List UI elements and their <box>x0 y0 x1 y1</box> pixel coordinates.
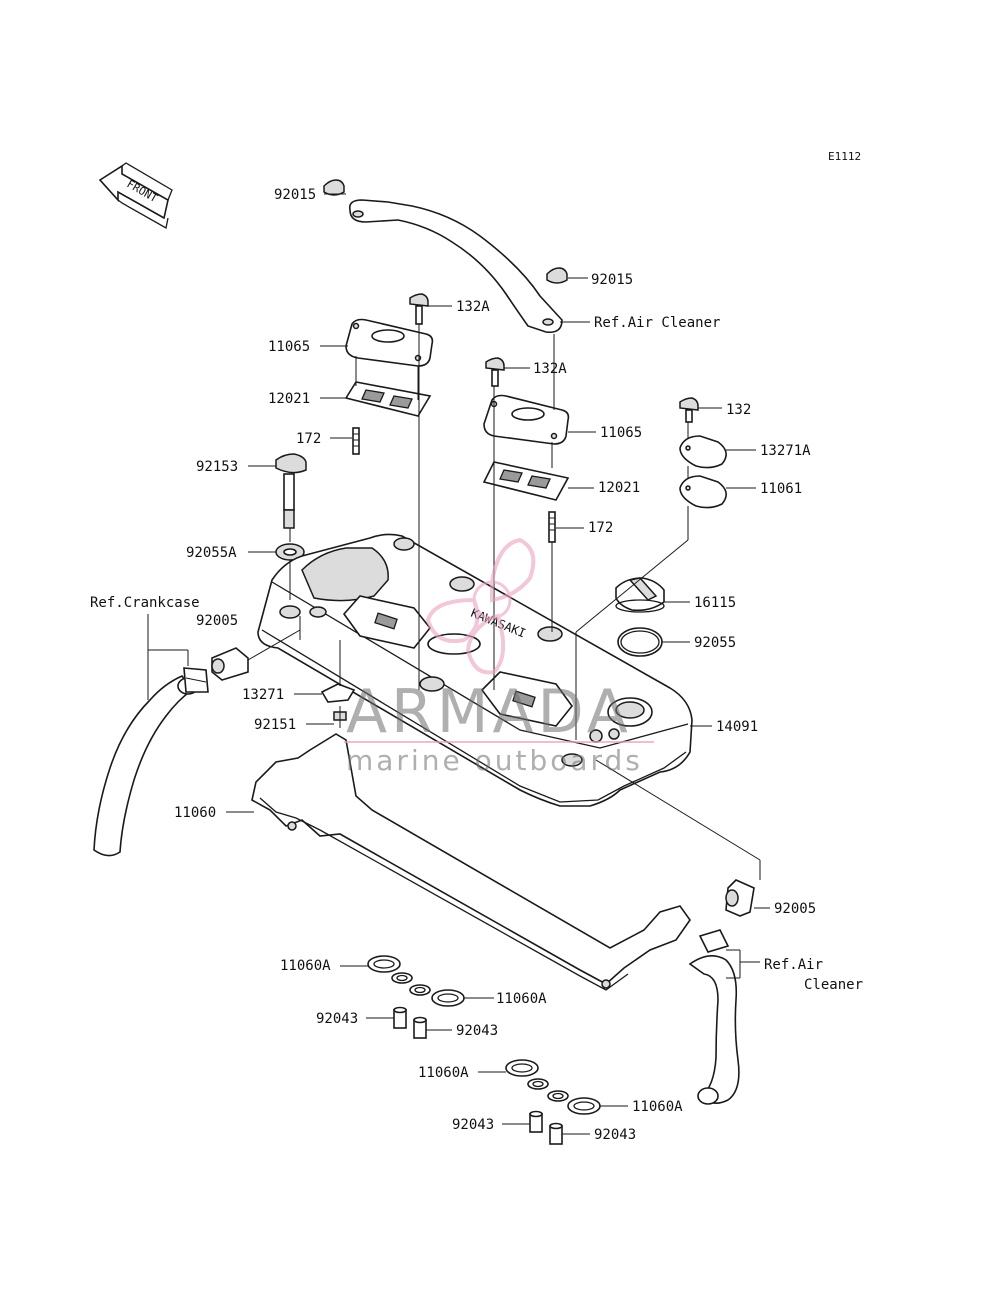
gasket-11061 <box>679 475 727 509</box>
propeller-logo-icon <box>425 537 536 675</box>
label-92005-left: 92005 <box>196 613 238 629</box>
label-12021-left: 12021 <box>268 391 310 407</box>
plug-gasket-11060a-3 <box>505 1059 539 1077</box>
fitting-92005-right <box>725 879 755 917</box>
label-132a-right: 132A <box>533 361 567 377</box>
label-11060a-4: 11060A <box>632 1099 683 1115</box>
head-cover-gasket-11060 <box>251 733 691 991</box>
bolt-92153 <box>275 453 307 529</box>
label-92055: 92055 <box>694 635 736 651</box>
label-11061: 11061 <box>760 481 802 497</box>
small-seal-3 <box>527 1078 549 1090</box>
label-13271: 13271 <box>242 687 284 703</box>
front-arrow-icon: FRONT <box>98 162 173 230</box>
part-labels: 92015 92015 132A Ref.Air Cleaner 11065 1… <box>90 187 863 1143</box>
label-92005-right: 92005 <box>774 901 816 917</box>
label-14091: 14091 <box>716 719 758 735</box>
label-132: 132 <box>726 402 751 418</box>
diagram-code: E1112 <box>828 150 861 163</box>
plate-13271a <box>679 435 727 469</box>
label-ref-crankcase: Ref.Crankcase <box>90 595 200 611</box>
hose-left <box>93 675 199 857</box>
o-ring-92055 <box>617 627 663 657</box>
label-92015-top: 92015 <box>274 187 316 203</box>
label-11060a-2: 11060A <box>496 991 547 1007</box>
leader-lines <box>147 193 770 1135</box>
bracket-13271 <box>320 683 356 703</box>
dowel-92043-3 <box>529 1110 543 1133</box>
label-92151: 92151 <box>254 717 296 733</box>
watermark-brand: ARMADA <box>346 677 632 747</box>
label-11065-right: 11065 <box>600 425 642 441</box>
label-92153: 92153 <box>196 459 238 475</box>
label-172-right: 172 <box>588 520 613 536</box>
grommet-92151 <box>333 706 347 728</box>
breather-plate-12021-left <box>344 381 432 417</box>
label-16115: 16115 <box>694 595 736 611</box>
label-92055a: 92055A <box>186 545 237 561</box>
label-92015-right: 92015 <box>591 272 633 288</box>
breather-plate-12021-right <box>482 461 570 501</box>
label-92043-2: 92043 <box>456 1023 498 1039</box>
dowel-92043-4 <box>549 1122 563 1145</box>
label-ref-air-cleaner-bottom-1: Ref.Air <box>764 957 823 973</box>
breather-cover-11065-right <box>483 394 570 445</box>
label-92043-1: 92043 <box>316 1011 358 1027</box>
watermark: ARMADA marine outboards <box>344 537 654 777</box>
label-ref-air-cleaner-bottom-2: Cleaner <box>804 977 863 993</box>
dowel-92043-2 <box>413 1016 427 1039</box>
cover-rail <box>348 199 563 334</box>
label-11060a-1: 11060A <box>280 958 331 974</box>
hose-clamp-right <box>698 929 730 953</box>
breather-cover-11065-left <box>345 318 434 367</box>
plug-gasket-11060a-4 <box>567 1097 601 1115</box>
hose-clamp-left <box>183 667 209 693</box>
label-92043-4: 92043 <box>594 1127 636 1143</box>
fitting-92005-left <box>211 647 249 681</box>
label-11060a-3: 11060A <box>418 1065 469 1081</box>
label-13271a: 13271A <box>760 443 811 459</box>
small-seal-1 <box>391 972 413 984</box>
label-92043-3: 92043 <box>452 1117 494 1133</box>
stud-172-right <box>548 511 556 543</box>
label-172-left: 172 <box>296 431 321 447</box>
head-cover-14091: KAWASAKI <box>257 533 693 807</box>
nut-92015-right <box>546 267 568 284</box>
label-132a-left: 132A <box>456 299 490 315</box>
small-seal-2 <box>409 984 431 996</box>
label-11060: 11060 <box>174 805 216 821</box>
oil-filler-cap-16115 <box>615 577 665 613</box>
label-ref-air-cleaner-top: Ref.Air Cleaner <box>594 315 720 331</box>
dowel-92043-1 <box>393 1006 407 1029</box>
watermark-tagline: marine outboards <box>346 744 643 777</box>
bolt-132 <box>679 397 699 423</box>
label-11065-left: 11065 <box>268 339 310 355</box>
hose-right <box>688 955 740 1105</box>
stud-172-left <box>352 427 360 455</box>
bolt-132a-left <box>409 293 429 325</box>
bolt-132a-right <box>485 357 505 387</box>
plug-gasket-11060a-2 <box>431 989 465 1007</box>
small-seal-4 <box>547 1090 569 1102</box>
label-12021-right: 12021 <box>598 480 640 496</box>
nut-92015-top <box>323 179 345 196</box>
plug-gasket-11060a-1 <box>367 955 401 973</box>
